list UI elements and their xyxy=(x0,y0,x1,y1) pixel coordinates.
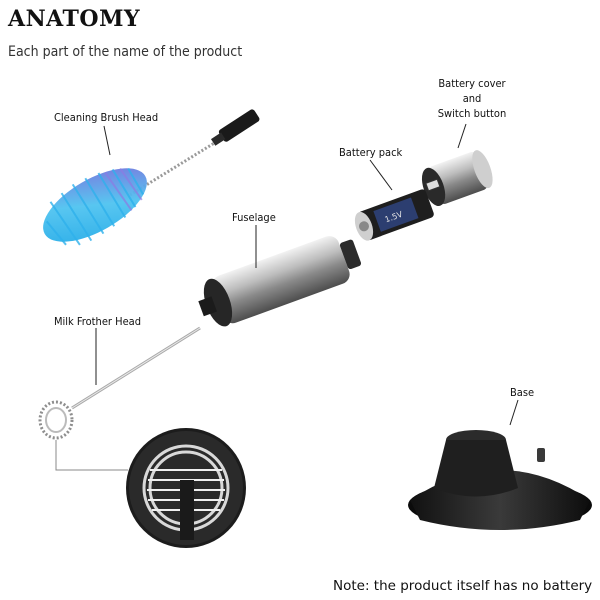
label-battery-pack: Battery pack xyxy=(339,146,403,159)
label-fuselage: Fuselage xyxy=(232,211,276,224)
battery-cover-drawing xyxy=(421,150,493,206)
label-battery-cover-line1: Battery cover xyxy=(438,77,506,90)
label-base: Base xyxy=(510,386,535,399)
page-title: ANATOMY xyxy=(8,6,141,32)
label-milk-frother-head: Milk Frother Head xyxy=(54,315,142,328)
label-cleaning-brush-head: Cleaning Brush Head xyxy=(54,111,159,124)
footer-note: Note: the product itself has no battery xyxy=(333,578,593,594)
battery-pack-drawing: 1.5V xyxy=(354,189,434,241)
label-battery-cover: Battery cover and Switch button xyxy=(430,76,514,121)
fuselage-drawing xyxy=(198,236,361,327)
leader-lines xyxy=(95,123,519,426)
cleaning-brush-drawing xyxy=(43,109,260,246)
label-battery-cover-line2: and xyxy=(462,92,482,105)
frother-closeup xyxy=(126,428,246,548)
page-subtitle: Each part of the name of the product xyxy=(8,44,243,60)
base-drawing xyxy=(408,430,592,530)
zoom-connector-line xyxy=(55,440,128,471)
milk-frother-drawing xyxy=(38,326,201,440)
label-battery-cover-line3: Switch button xyxy=(437,107,507,120)
